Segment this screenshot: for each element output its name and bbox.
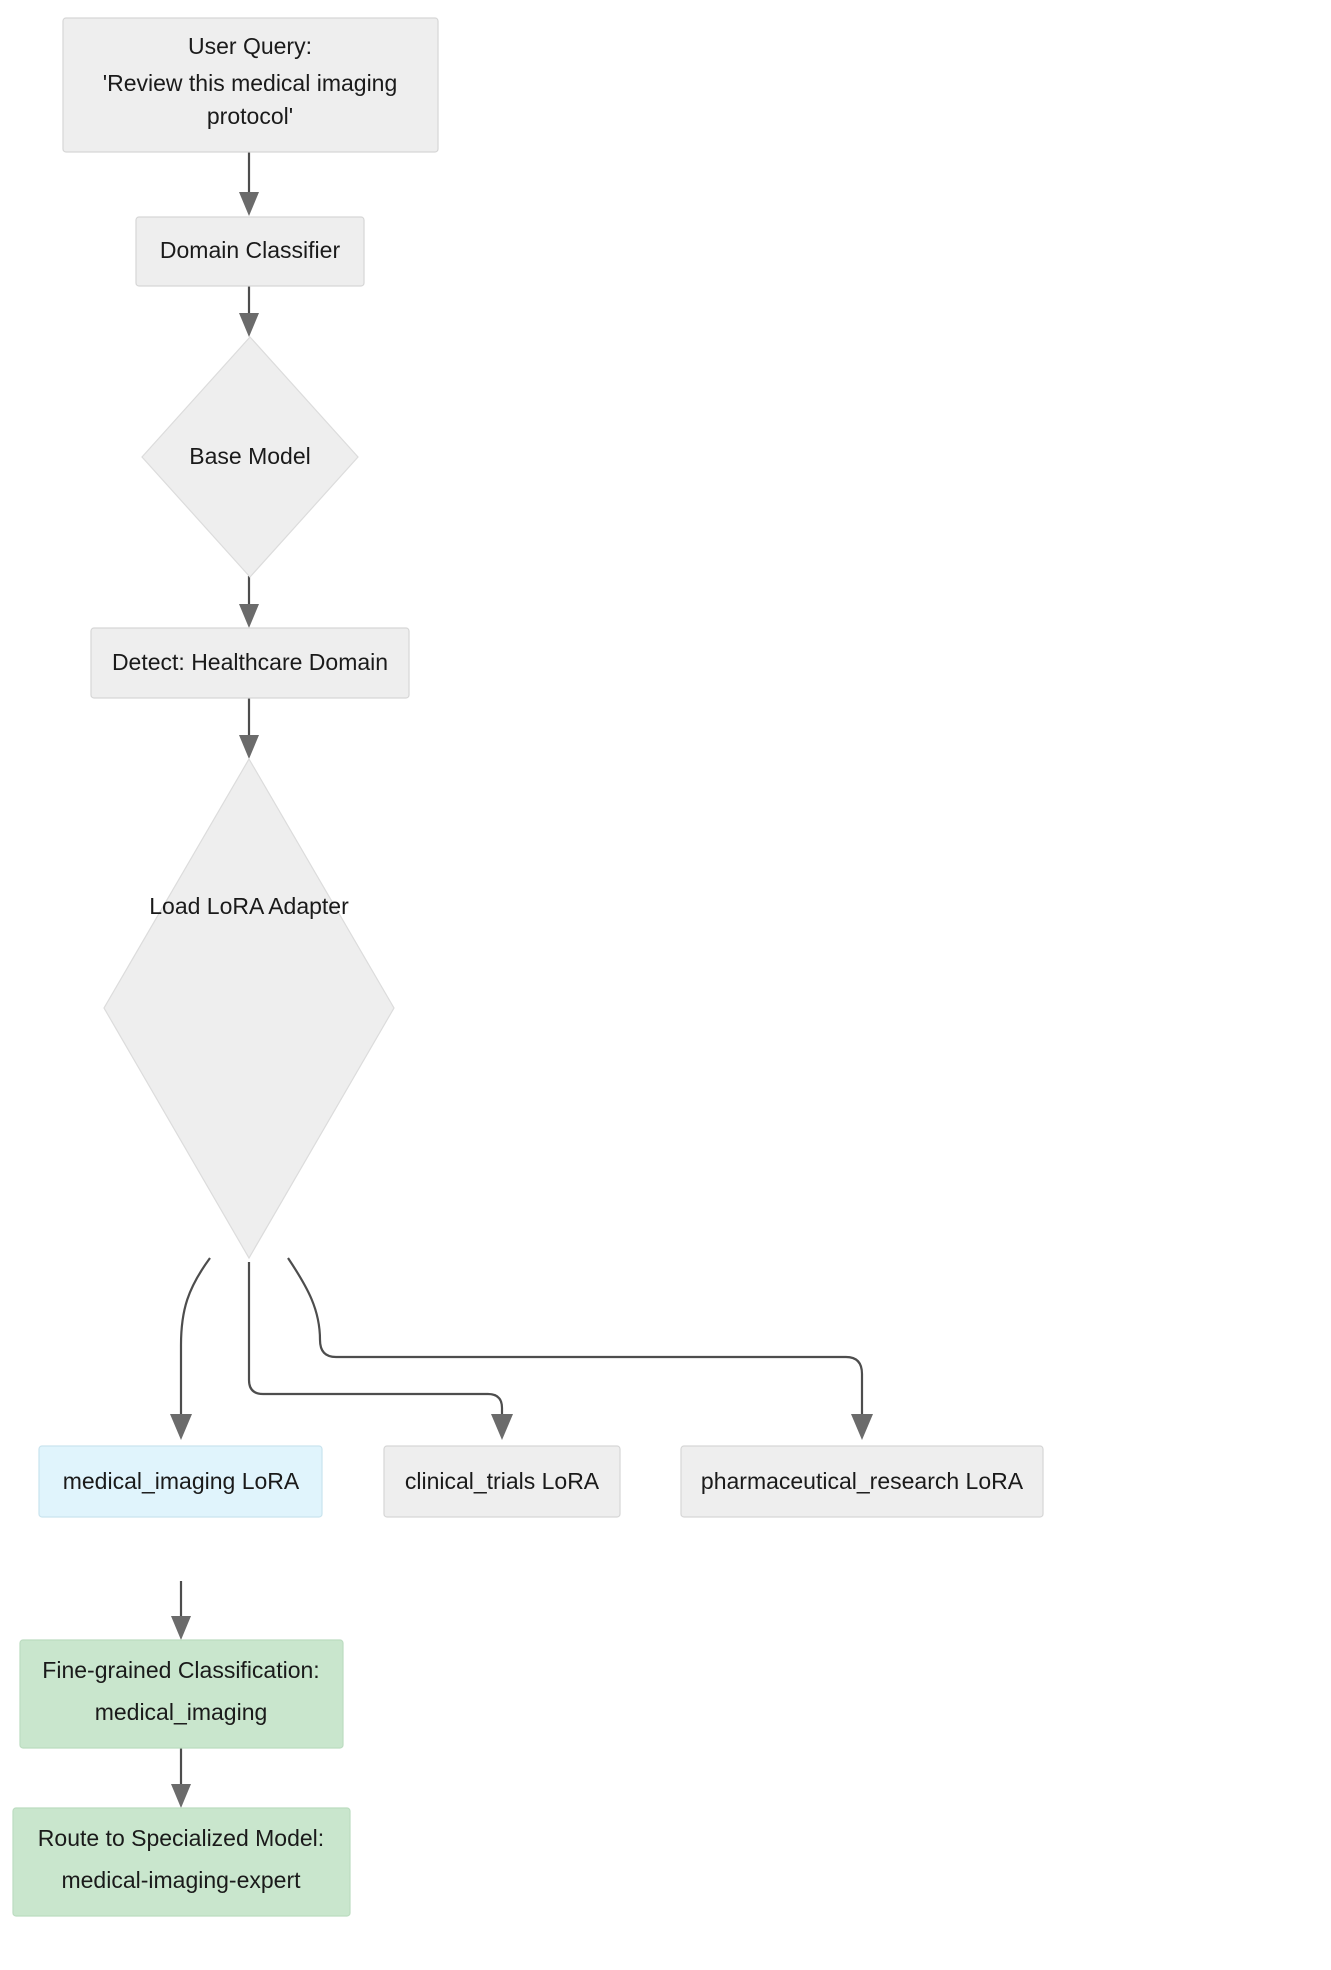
node-user-query-line-1: User Query:	[188, 33, 312, 59]
edge-medical-imaging-lora-to-fine-grained-classification	[171, 1581, 191, 1640]
node-detect-healthcare-domain-shape[interactable]	[90, 627, 410, 699]
node-clinical-trials-lora-shape[interactable]	[383, 1445, 621, 1518]
edge-load-lora-adapter-to-medical-imaging-lora	[170, 1257, 211, 1440]
edge-detect-healthcare-domain-to-load-lora-adapter	[239, 698, 259, 759]
node-detect-healthcare-domain[interactable]: Detect: Healthcare Domain	[90, 627, 410, 699]
node-medical-imaging-lora-shape[interactable]	[38, 1445, 323, 1518]
node-fine-grained-classification-line-2: medical_imaging	[95, 1699, 268, 1725]
node-route-to-specialized-model-shape[interactable]	[12, 1807, 351, 1917]
node-base-model-label: Base Model	[189, 443, 310, 469]
node-pharmaceutical-research-lora-label: pharmaceutical_research LoRA	[701, 1468, 1024, 1494]
node-route-to-specialized-model-line-1: Route to Specialized Model:	[38, 1825, 324, 1851]
edge-user-query-to-domain-classifier	[239, 152, 259, 216]
node-base-model-shape[interactable]	[141, 336, 359, 578]
node-domain-classifier-shape[interactable]	[135, 216, 365, 287]
node-user-query-line-3: protocol'	[207, 103, 293, 129]
node-fine-grained-classification-line-1: Fine-grained Classification:	[42, 1657, 319, 1683]
node-user-query-shape[interactable]	[62, 17, 439, 153]
node-medical-imaging-lora-label: medical_imaging LoRA	[63, 1468, 300, 1494]
edge-layer	[170, 152, 873, 1808]
node-clinical-trials-lora[interactable]: clinical_trials LoRA	[383, 1445, 621, 1518]
node-domain-classifier[interactable]: Domain Classifier	[135, 216, 365, 287]
edge-base-model-to-detect-healthcare-domain	[239, 576, 259, 628]
edge-load-lora-adapter-to-pharmaceutical-research-lora	[287, 1257, 873, 1440]
node-fine-grained-classification-shape[interactable]	[19, 1639, 344, 1749]
node-layer: User Query: 'Review this medical imaging…	[12, 17, 1044, 1917]
node-pharmaceutical-research-lora[interactable]: pharmaceutical_research LoRA	[680, 1445, 1044, 1518]
node-clinical-trials-lora-label: clinical_trials LoRA	[405, 1468, 600, 1494]
node-load-lora-adapter[interactable]: Load LoRA Adapter	[103, 757, 395, 1260]
node-pharmaceutical-research-lora-shape[interactable]	[680, 1445, 1044, 1518]
node-route-to-specialized-model-line-2: medical-imaging-expert	[61, 1867, 301, 1893]
node-user-query[interactable]: User Query: 'Review this medical imaging…	[62, 17, 439, 153]
node-user-query-line-2: 'Review this medical imaging	[103, 70, 398, 96]
node-load-lora-adapter-label: Load LoRA Adapter	[149, 893, 349, 919]
edge-domain-classifier-to-base-model	[239, 286, 259, 337]
node-route-to-specialized-model[interactable]: Route to Specialized Model: medical-imag…	[12, 1807, 351, 1917]
node-domain-classifier-label: Domain Classifier	[160, 237, 341, 263]
node-base-model[interactable]: Base Model	[141, 336, 359, 578]
node-load-lora-adapter-shape[interactable]	[103, 757, 395, 1260]
edge-load-lora-adapter-to-clinical-trials-lora	[247, 1262, 513, 1440]
edge-fine-grained-classification-to-route-to-specialized-model	[171, 1748, 191, 1808]
node-detect-healthcare-domain-label: Detect: Healthcare Domain	[112, 649, 388, 675]
node-medical-imaging-lora[interactable]: medical_imaging LoRA	[38, 1445, 323, 1518]
node-fine-grained-classification[interactable]: Fine-grained Classification: medical_ima…	[19, 1639, 344, 1749]
